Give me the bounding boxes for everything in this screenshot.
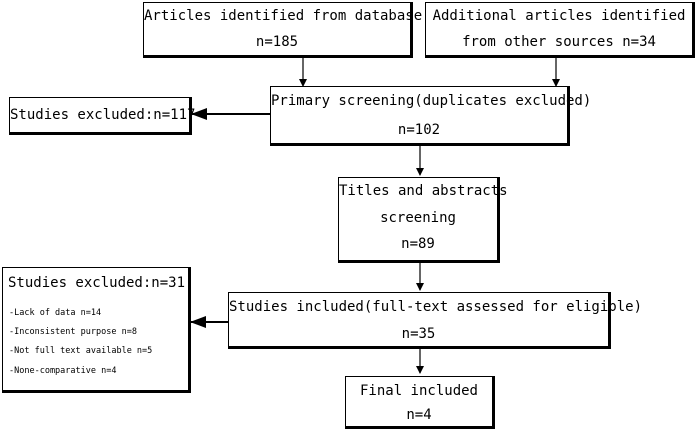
fulltext-assessed-label: Studies included(full-text assessed for … [229, 299, 643, 315]
final-included-count: n=4 [406, 407, 432, 423]
excluded2-item: -Not full text available n=5 [9, 346, 153, 356]
excluded2-item: -Lack of data n=14 [9, 308, 102, 318]
database-articles-label: Articles identified from database [144, 8, 423, 24]
fulltext-assessed-count: n=35 [401, 326, 436, 342]
excluded1-box: Studies excluded:n=117 [9, 97, 196, 135]
primary-screening-label: Primary screening(duplicates excluded) [271, 93, 592, 109]
titles-screening-label-1: Titles and abstracts [339, 183, 508, 199]
other-sources-label: Additional articles identified [432, 8, 686, 24]
excluded2-box: Studies excluded:n=31 -Lack of data n=14… [2, 267, 191, 393]
other-sources-count: from other sources n=34 [462, 34, 656, 50]
final-included-label: Final included [359, 383, 478, 399]
excluded2-title: Studies excluded:n=31 [8, 275, 186, 291]
final-included-box: Final included n=4 [345, 376, 495, 429]
titles-screening-count: n=89 [401, 236, 435, 252]
database-articles-box: Articles identified from database n=185 [143, 2, 423, 58]
excluded1-label: Studies excluded:n=117 [10, 107, 196, 123]
titles-screening-box: Titles and abstracts screening n=89 [338, 177, 508, 263]
fulltext-assessed-box: Studies included(full-text assessed for … [228, 292, 643, 349]
excluded2-item: -None-comparative n=4 [9, 366, 117, 376]
excluded2-item: -Inconsistent purpose n=8 [9, 327, 137, 337]
primary-screening-box: Primary screening(duplicates excluded) n… [270, 86, 592, 146]
other-sources-box: Additional articles identified from othe… [425, 2, 695, 58]
database-articles-count: n=185 [255, 34, 299, 50]
primary-screening-count: n=102 [397, 122, 441, 138]
titles-screening-label-2: screening [380, 210, 456, 226]
